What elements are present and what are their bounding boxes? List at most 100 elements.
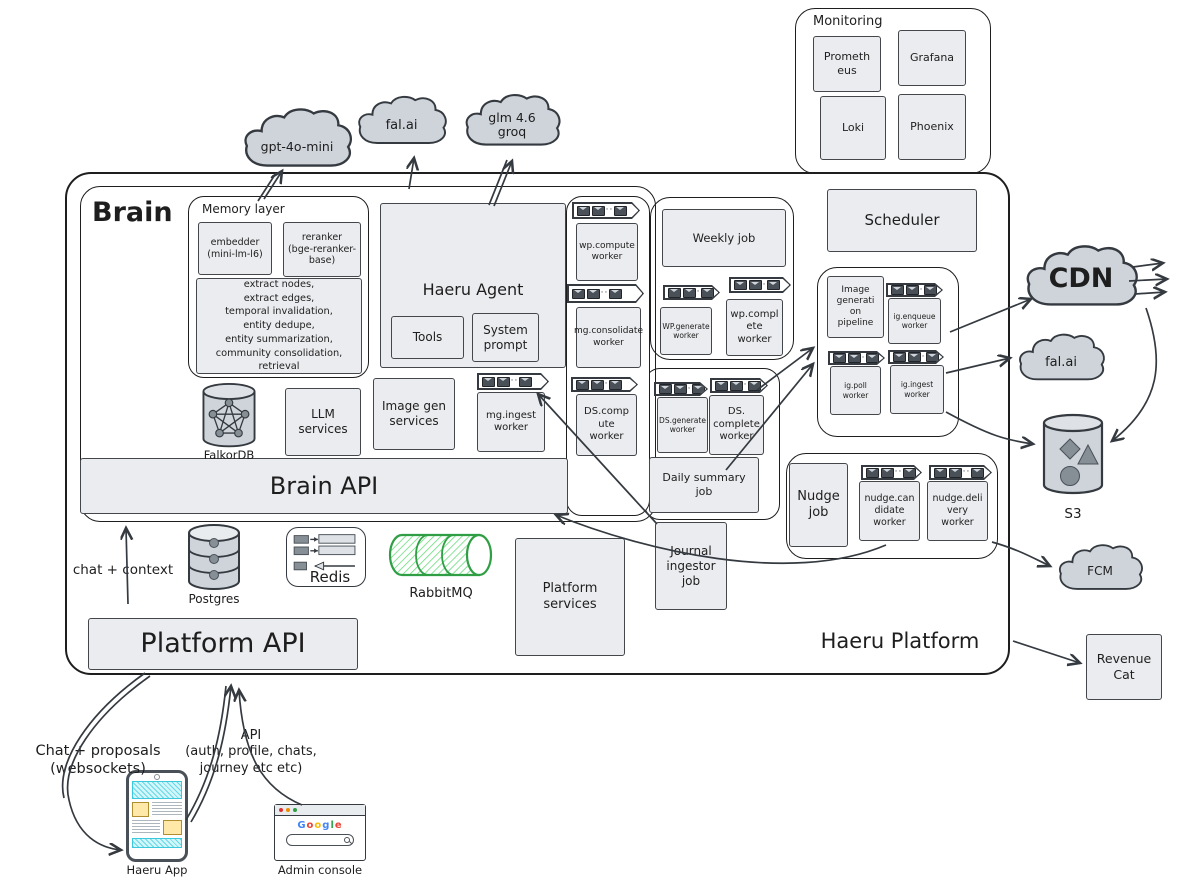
node-nudge-job: Nudge job — [789, 463, 848, 547]
s3-icon — [1040, 413, 1106, 503]
node-wp-compute-worker: wp.compute worker — [576, 223, 638, 281]
node-ig-ingest-worker: ig.ingest worker — [890, 365, 944, 414]
queue-icon: · — [571, 377, 638, 392]
node-journal-ingestor-job: Journal ingestor job — [655, 522, 727, 610]
diamond-shape — [1059, 438, 1081, 460]
cloud-label: CDN — [1048, 263, 1114, 295]
node-loki: Loki — [820, 96, 886, 160]
cloud-label: FCM — [1087, 564, 1113, 579]
envelope-icon — [572, 289, 585, 299]
arrow-to-revenue-cat — [1012, 640, 1080, 663]
envelope-icon — [701, 288, 714, 298]
nudge-group — [786, 453, 998, 559]
google-logo: Google — [275, 820, 365, 831]
app-image-block — [132, 802, 149, 817]
cloud-fal-ai-right: fal.ai — [1014, 328, 1108, 390]
queue-icon: · — [710, 378, 768, 393]
envelope-icon — [906, 285, 919, 295]
envelope-icon — [576, 380, 589, 390]
envelope-icon — [591, 380, 604, 390]
cloud-label: fal.ai — [1045, 354, 1077, 370]
node-scheduler: Scheduler — [827, 189, 977, 252]
envelope-icon — [609, 289, 622, 299]
node-weekly-job: Weekly job — [662, 209, 786, 267]
haeru-app-phone — [126, 770, 188, 862]
queue-icon: ·· — [477, 373, 549, 390]
queue-icon: ·· — [572, 202, 640, 219]
queue-icon: · — [729, 277, 791, 293]
node-mg-consolidate-worker: mg.consolidate worker — [574, 307, 643, 368]
node-llm-services: LLM services — [285, 388, 361, 456]
envelope-icon — [715, 381, 728, 391]
node-image-generation-pipeline: Image generati on pipeline — [827, 276, 884, 338]
envelope-icon — [577, 206, 590, 216]
cloud-label: fal.ai — [385, 117, 418, 133]
envelope-icon — [482, 377, 495, 387]
node-system-prompt: System prompt — [472, 313, 539, 362]
cloud-label: glm 4.6 groq — [488, 109, 536, 139]
haeru-app-label: Haeru App — [126, 863, 188, 877]
envelope-icon — [893, 352, 906, 362]
envelope-icon — [497, 377, 510, 387]
node-ds-generate-worker: DS.generate worker — [657, 397, 708, 453]
admin-console-label: Admin console — [277, 863, 363, 877]
envelope-icon — [749, 280, 762, 290]
envelope-icon — [674, 384, 687, 394]
falkordb-label: FalkorDB — [203, 448, 255, 462]
redis-icon — [286, 527, 366, 587]
node-ds-complete-worker: DS. complete worker — [709, 395, 764, 455]
node-mg-ingest-worker: mg.ingest worker — [477, 392, 545, 452]
queue-icon: ·· — [567, 284, 644, 303]
cloud-cdn: CDN — [1020, 238, 1142, 318]
search-bar — [286, 834, 354, 846]
postgres-label: Postgres — [188, 592, 240, 606]
node-revenue-cat: Revenue Cat — [1086, 634, 1162, 700]
app-image-block — [163, 820, 182, 835]
google-letter: l — [330, 820, 335, 831]
postgres-icon — [185, 524, 243, 592]
cloud-fcm: FCM — [1054, 540, 1146, 598]
s3-label: S3 — [1064, 506, 1082, 522]
maximize-dot-icon — [293, 808, 297, 812]
close-dot-icon — [279, 808, 283, 812]
queue-icon: ·· — [929, 465, 992, 480]
haeru-agent-title: Haeru Agent — [422, 280, 524, 299]
node-haeru-agent: Haeru Agent Tools System prompt — [380, 203, 566, 368]
node-tools: Tools — [391, 316, 464, 359]
envelope-icon — [683, 288, 696, 298]
cloud-fal-ai-top: fal.ai — [353, 90, 450, 154]
cloud-label: gpt-4o-mini — [260, 138, 334, 154]
envelope-icon — [908, 352, 921, 362]
envelope-icon — [971, 468, 984, 478]
queue-icon: · — [828, 351, 885, 365]
node-daily-summary-job: Daily summary job — [649, 457, 759, 513]
queue-icon: · — [886, 283, 943, 297]
image-pipeline-group — [817, 267, 959, 437]
envelope-icon — [848, 353, 861, 363]
queue-icon: · — [888, 350, 944, 364]
chat-context-label: chat + context — [72, 562, 174, 578]
cloud-gpt-4o-mini: gpt-4o-mini — [238, 104, 356, 176]
brain-api-bar: Brain API — [80, 458, 568, 514]
node-ig-poll-worker: ig.poll worker — [830, 366, 881, 415]
node-nudge-delivery-worker: nudge.deli very worker — [927, 481, 988, 541]
node-embedder: embedder (mini-lm-l6) — [198, 222, 272, 275]
google-letter: G — [297, 820, 307, 831]
redis-label: Redis — [309, 568, 351, 586]
minimize-dot-icon — [286, 808, 290, 812]
node-wp-complete-worker: wp.compl ete worker — [726, 299, 783, 356]
admin-console-window: Google — [274, 804, 366, 861]
app-text-lines — [152, 802, 182, 815]
cloud-glm-groq: glm 4.6 groq — [460, 86, 564, 158]
rabbitmq-icon — [388, 532, 494, 578]
envelope-icon — [934, 468, 947, 478]
app-hero-block — [132, 781, 182, 799]
node-ig-enqueue-worker: ig.enqueue worker — [888, 298, 941, 344]
envelope-icon — [692, 384, 705, 394]
envelope-icon — [924, 285, 937, 295]
envelope-icon — [587, 289, 600, 299]
queue-icon: ·· — [861, 465, 922, 480]
app-text-lines — [132, 820, 160, 833]
node-platform-services: Platform services — [515, 538, 625, 656]
